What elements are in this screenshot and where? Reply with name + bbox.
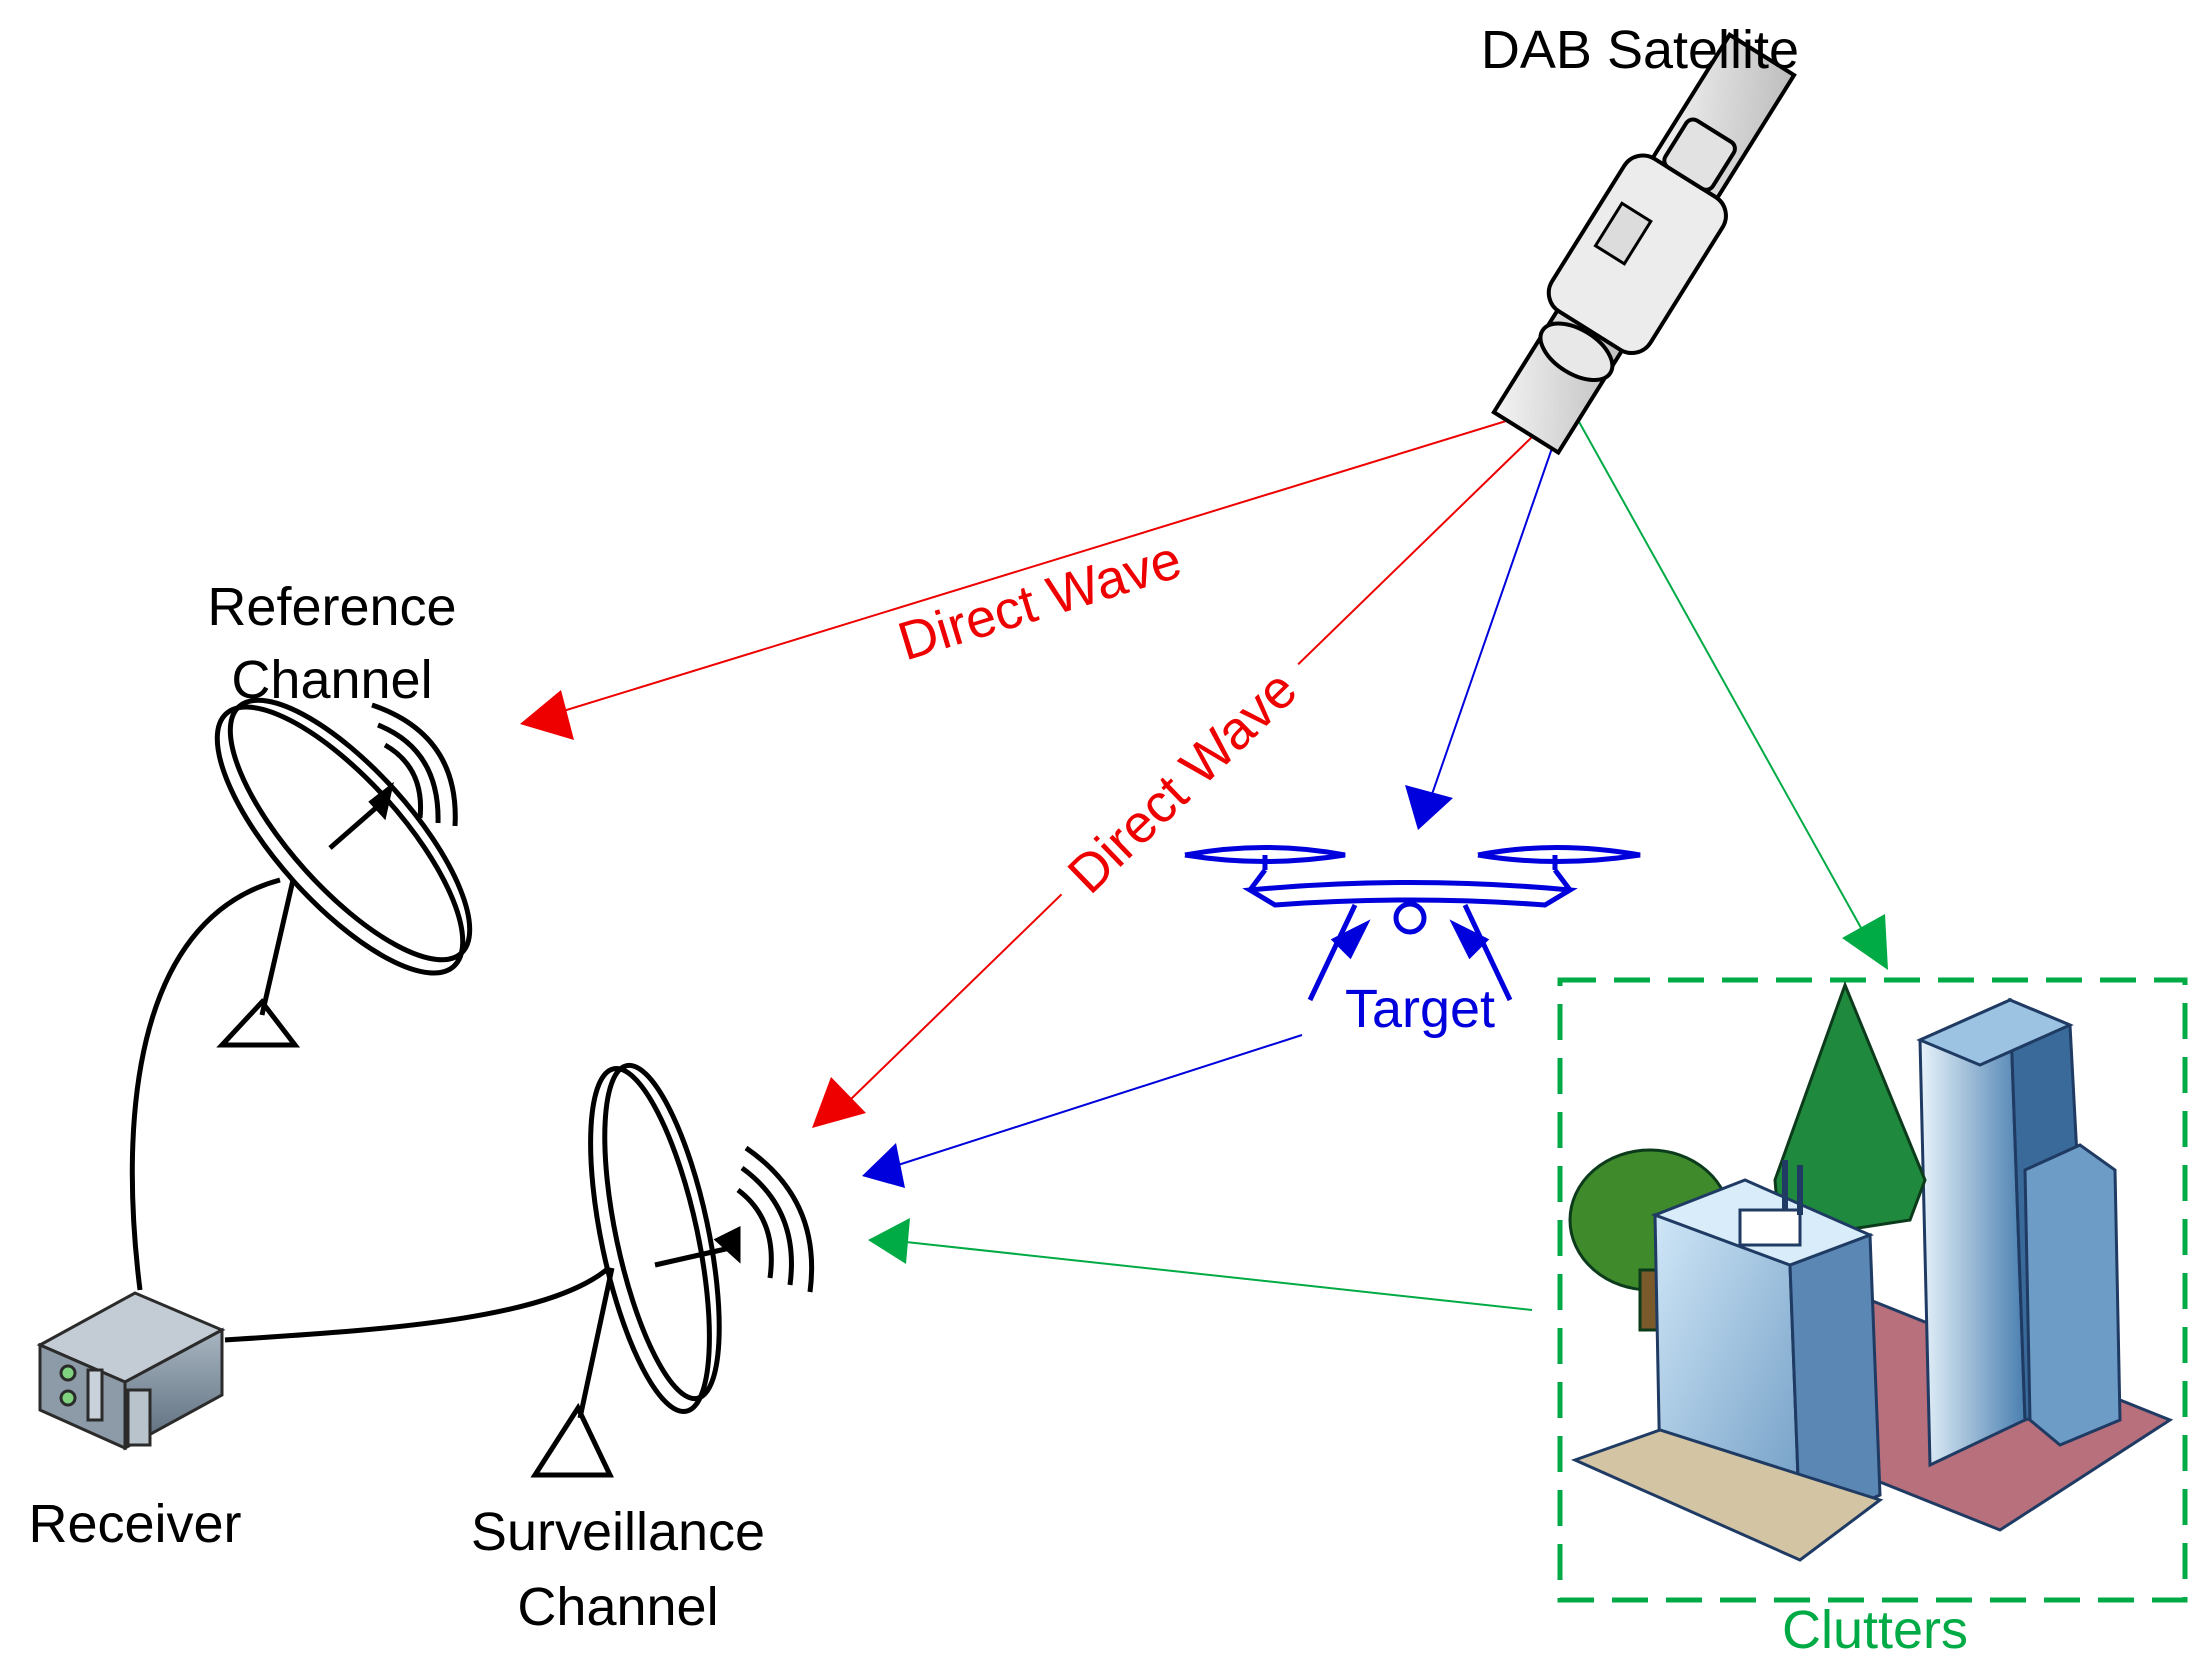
satellite-target-line xyxy=(1429,401,1569,801)
direct-wave-label-2-bg xyxy=(1042,645,1324,920)
drone-leg-right xyxy=(1462,903,1513,1002)
roof-structure xyxy=(1738,1208,1802,1247)
drone-brace-left xyxy=(1330,919,1371,960)
tower-top xyxy=(1916,998,2074,1067)
reference-label-line1: Reference xyxy=(207,577,456,637)
receiver-led-2 xyxy=(59,1389,77,1407)
satellite-module xyxy=(1593,201,1653,266)
reference-wave-3 xyxy=(371,702,458,827)
drone-rotor-left xyxy=(1184,845,1346,864)
drone-brace-right xyxy=(1449,919,1490,960)
reference-antenna xyxy=(214,697,473,1048)
cables xyxy=(129,877,617,1343)
clutter-echo-arrowhead xyxy=(868,1218,910,1264)
tower-annex xyxy=(2023,1143,2122,1447)
satellite-dish-end xyxy=(1538,321,1615,383)
direct-wave-reference-arrowhead xyxy=(520,690,574,740)
reference-dish-rim xyxy=(227,697,473,963)
reference-feed-horn xyxy=(368,781,394,821)
buildings-icon xyxy=(1568,980,2174,1562)
receiver-led-1 xyxy=(59,1364,77,1382)
surveillance-cable xyxy=(224,1260,617,1343)
satellite-antenna-stub xyxy=(1662,117,1737,192)
drone-leg-left xyxy=(1307,903,1358,1002)
target-echo-arrowhead xyxy=(862,1143,905,1188)
surveillance-label-line1: Surveillance xyxy=(471,1502,765,1562)
reference-wave-1 xyxy=(383,742,424,819)
drone-rotor-right xyxy=(1477,845,1641,864)
surveillance-antenna xyxy=(530,1062,815,1478)
surveillance-wave-3 xyxy=(744,1145,815,1293)
clutters-label: Clutters xyxy=(1782,1600,1968,1660)
surveillance-wave-1 xyxy=(736,1188,774,1279)
tower-front xyxy=(1918,997,2027,1468)
direct-wave-surveillance-arrowhead xyxy=(812,1077,866,1128)
receiver-slot xyxy=(86,1368,104,1422)
receiver-handle xyxy=(126,1388,152,1447)
reference-wave-2 xyxy=(377,722,441,824)
surveillance-feed-horn xyxy=(713,1225,741,1264)
surveillance-wave-2 xyxy=(740,1165,794,1286)
surveillance-label-line2: Channel xyxy=(517,1577,718,1637)
labels: DAB Satellite Reference Channel Receiver… xyxy=(28,20,1968,1660)
drone-arm-right xyxy=(1553,868,1572,892)
receiver-label: Receiver xyxy=(28,1494,241,1554)
reference-mast xyxy=(259,879,296,1016)
clutter-region xyxy=(1557,977,2188,1603)
satellite-icon xyxy=(1491,32,1797,456)
satellite-clutter-line xyxy=(1567,401,1866,936)
direct-wave-label-2: Direct Wave xyxy=(1057,659,1309,905)
target-echo-line xyxy=(897,1034,1303,1166)
satellite-clutter-arrowhead xyxy=(1842,914,1888,970)
front-building-base xyxy=(1570,1428,1884,1562)
signal-paths xyxy=(520,401,1888,1311)
satellite-target-arrowhead xyxy=(1405,785,1453,830)
surveillance-dish-icon xyxy=(588,1066,712,1414)
target-label: Target xyxy=(1345,979,1495,1039)
drone-arm-left xyxy=(1248,868,1267,892)
direct-wave-label-1-bg xyxy=(873,523,1207,680)
surveillance-dish-rim xyxy=(602,1062,722,1402)
drone-camera xyxy=(1393,901,1427,935)
surveillance-mast-base xyxy=(530,1402,614,1478)
clutter-echo-line xyxy=(905,1241,1533,1311)
drone-body xyxy=(1242,880,1578,908)
receiver-box-icon xyxy=(36,1291,226,1451)
direct-wave-reference-line xyxy=(559,401,1569,713)
reference-cable xyxy=(129,877,281,1291)
reference-mast-base xyxy=(216,998,301,1048)
reference-label-line2: Channel xyxy=(231,650,432,710)
drone-icon xyxy=(1184,845,1641,1002)
surveillance-mast xyxy=(577,1267,615,1419)
satellite-label: DAB Satellite xyxy=(1481,20,1799,80)
surveillance-dish-feed xyxy=(654,1245,731,1268)
